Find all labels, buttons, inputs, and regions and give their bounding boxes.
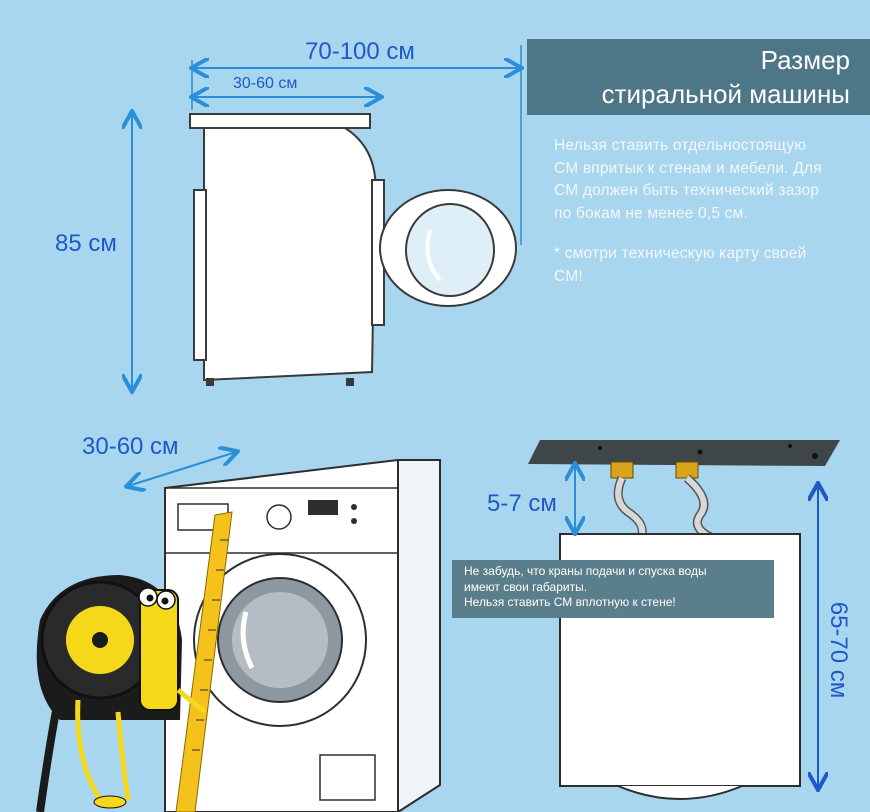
note-line-3: Нельзя ставить СМ вплотную к стене! [464, 595, 676, 609]
note-line-1: Не забудь, что краны подачи и спуска вод… [464, 564, 707, 578]
tap-gap-label: 5-7 см [487, 490, 557, 517]
info-paragraph-2: * смотри техническую карту своей СМ! [554, 245, 807, 285]
title-line-1: Размер [760, 45, 850, 75]
note-panel: Не забудь, что краны подачи и спуска вод… [452, 560, 774, 618]
side-depth-dimension-line [128, 452, 236, 486]
open-door-width-label: 70-100 см [305, 38, 415, 65]
wall-shelf-drawing [528, 440, 840, 466]
title-line-2: стиральной машины [601, 79, 850, 109]
ruler-drawing [175, 511, 233, 812]
body-depth-label: 30-60 см [233, 75, 298, 92]
back-height-label: 65-70 см [825, 601, 852, 699]
top-washer-drawing [189, 113, 517, 386]
note-line-2: имеют свои габариты. [464, 579, 588, 594]
front-washer-drawing [164, 459, 441, 812]
title-panel: Размер стиральной машины [527, 39, 870, 115]
side-depth-label: 30-60 см [82, 433, 179, 460]
info-text: Нельзя ставить отдельностоящую СМ вприты… [554, 135, 834, 306]
info-paragraph-1: Нельзя ставить отдельностоящую СМ вприты… [554, 137, 822, 222]
tape-measure-mascot [36, 575, 207, 812]
water-taps-drawing [610, 461, 720, 545]
height-label: 85 см [55, 230, 117, 257]
